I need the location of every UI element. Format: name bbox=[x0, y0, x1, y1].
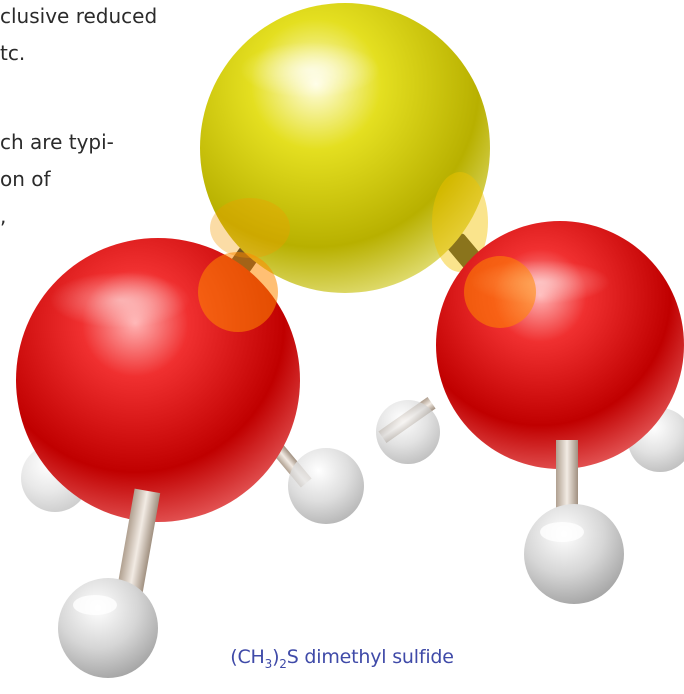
carbon-atom-right bbox=[436, 221, 684, 469]
body-text-line: clusive reduced bbox=[0, 4, 158, 28]
hydrogen-atom-front-left bbox=[58, 488, 161, 678]
hydrogen-atom-back-mid-right bbox=[376, 397, 440, 464]
sulfur-atom bbox=[200, 3, 490, 293]
carbon-atom-left bbox=[16, 238, 300, 522]
body-text-line: on of bbox=[0, 167, 51, 191]
body-text-line: ch are typi- bbox=[0, 130, 114, 154]
hydrogen-atom-front-right bbox=[524, 440, 624, 604]
figure-caption: (CH3)2S dimethyl sulfide bbox=[230, 646, 454, 671]
body-text-line: tc. bbox=[0, 41, 26, 65]
body-text-line: , bbox=[0, 204, 7, 228]
